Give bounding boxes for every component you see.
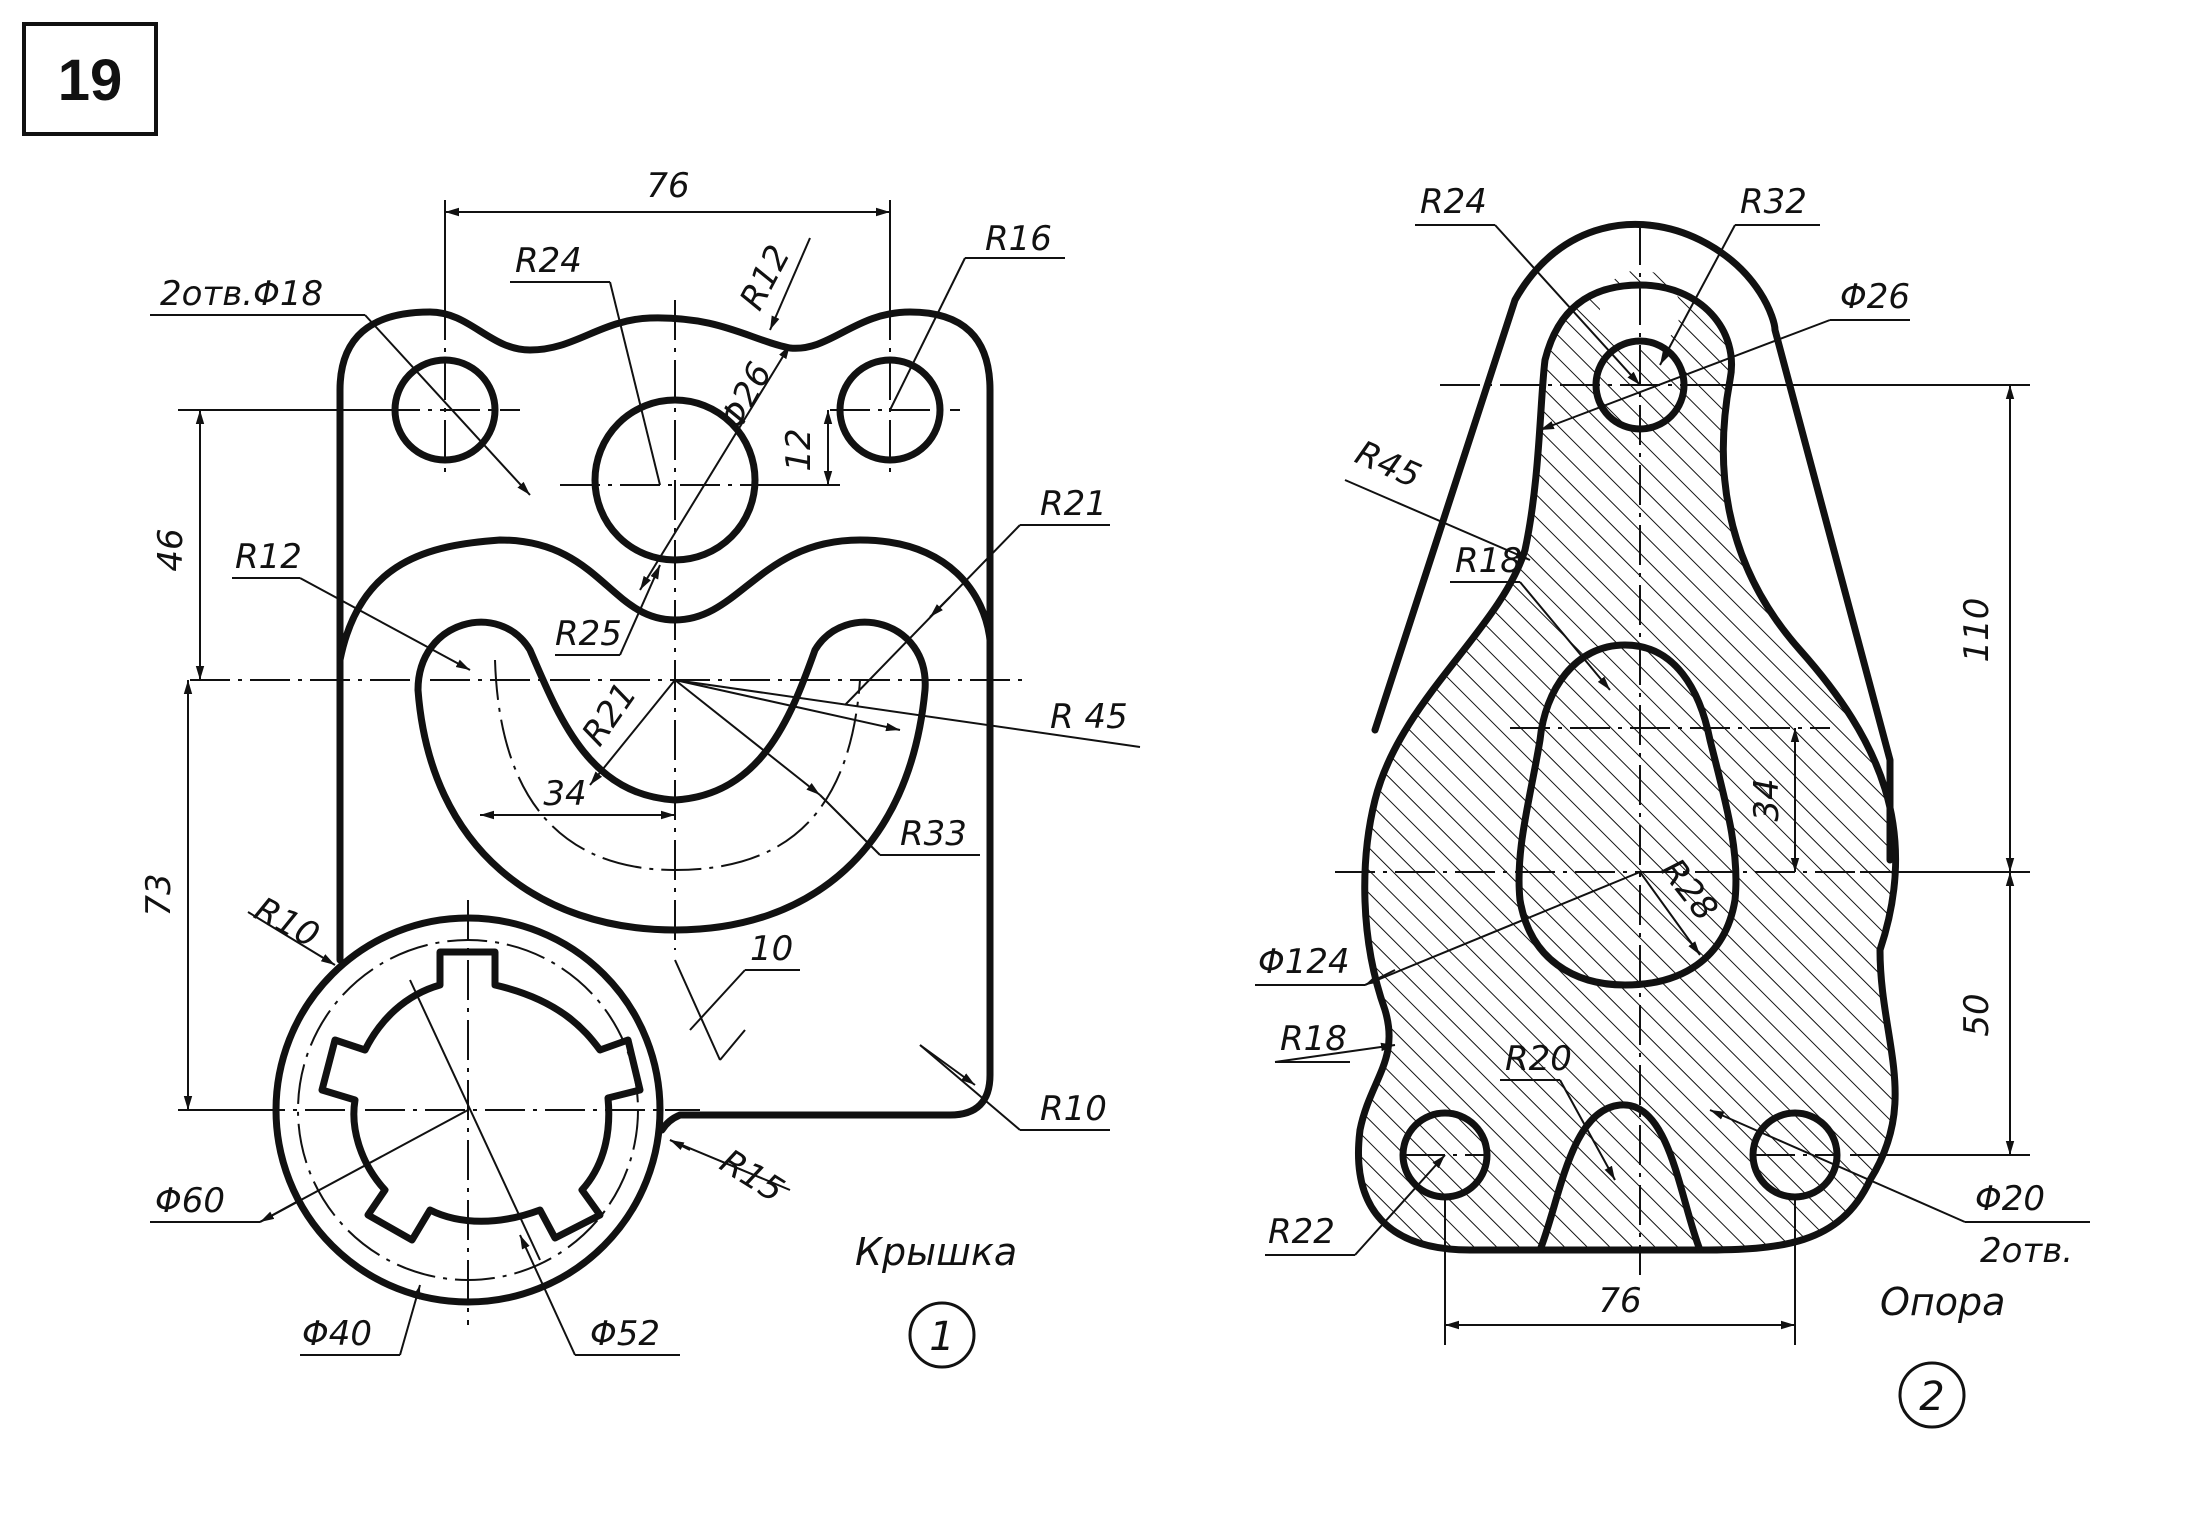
dim-d40: Φ40 (302, 1314, 372, 1354)
part2-number-circle (1898, 1361, 1966, 1429)
dim-offset-12: 12 (779, 428, 819, 471)
dim-r10-left: R10 (248, 889, 326, 956)
dim-holes-d18: 2отв.Φ18 (160, 274, 323, 314)
part2-central-window (1515, 641, 1740, 989)
part1-cover-drawing: 76 2отв.Φ18 R24 R12 R16 Φ26 12 46 R21 (139, 166, 1141, 1369)
dim-r24: R24 (515, 241, 582, 281)
dim-p2-d20: Φ20 (1975, 1179, 2045, 1219)
dim-p2-d124: Φ124 (1258, 942, 1350, 982)
dim-p2-r32: R32 (1740, 182, 1807, 222)
dim-r16: R16 (985, 219, 1052, 259)
dim-r25: R25 (555, 614, 622, 654)
dim-r33: R33 (900, 814, 967, 854)
dim-p2-holes: 2отв. (1980, 1231, 2073, 1271)
sheet-number-box: 19 (22, 22, 158, 136)
dim-d52: Φ52 (590, 1314, 660, 1354)
part2-hole-right (1749, 1109, 1841, 1201)
part2-bottom-notch (1536, 1101, 1704, 1254)
dim-r12-top: R12 (732, 239, 799, 317)
dim-p2-h50: 50 (1957, 993, 1997, 1036)
dim-width-34: 34 (543, 774, 586, 814)
part1-curved-slot (414, 618, 929, 934)
part2-title: Опора (1880, 1280, 2005, 1324)
dim-r10-right: R10 (1040, 1089, 1107, 1129)
dim-r15: R15 (713, 1142, 791, 1211)
part1-outline (336, 308, 994, 1134)
part2-hole-left (1399, 1109, 1491, 1201)
dim-p2-r18-lower: R18 (1280, 1019, 1347, 1059)
dim-height-46: 46 (151, 528, 191, 571)
dim-height-73: 73 (139, 873, 179, 916)
dim-p2-r18-upper: R18 (1455, 541, 1522, 581)
part2-support-drawing: R24 R32 Φ26 R45 R18 110 34 R28 Φ124 (1255, 182, 2090, 1429)
dim-width-10: 10 (750, 929, 793, 969)
part2-hatched-body (1358, 270, 1896, 1250)
dim-p2-r22: R22 (1268, 1212, 1335, 1252)
part2-envelope (1371, 221, 1894, 864)
dim-p2-w76: 76 (1598, 1281, 1641, 1321)
dim-width-76: 76 (646, 166, 689, 206)
dim-r45: R 45 (1050, 697, 1128, 737)
dim-r12-left: R12 (235, 537, 302, 577)
dim-p2-r24: R24 (1420, 182, 1487, 222)
dim-d26: Φ26 (712, 356, 780, 437)
part1-spline-hole (318, 948, 644, 1244)
part1-title: Крышка (855, 1230, 1017, 1274)
dim-r21-inner: R21 (574, 675, 645, 753)
part1-number: 1 (929, 1314, 954, 1360)
sheet-number: 19 (58, 48, 123, 113)
dim-p2-d26: Φ26 (1840, 277, 1910, 317)
dim-p2-r20: R20 (1505, 1039, 1572, 1079)
dim-r21-right: R21 (1040, 484, 1107, 524)
part1-number-circle (908, 1301, 976, 1369)
dim-d60: Φ60 (155, 1181, 225, 1221)
part2-number: 2 (1919, 1374, 1944, 1420)
dim-p2-h34: 34 (1747, 778, 1787, 821)
dim-p2-h110: 110 (1957, 598, 1997, 663)
